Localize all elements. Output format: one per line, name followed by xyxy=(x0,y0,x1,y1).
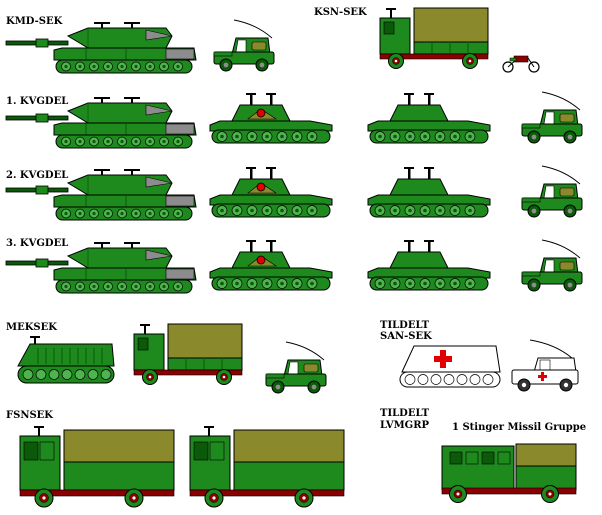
air-defense-tank-icon xyxy=(367,166,491,218)
jeep-icon xyxy=(521,239,583,292)
motorcycle-icon xyxy=(502,55,540,73)
ambulance-apc-icon xyxy=(399,345,501,388)
tank-icon xyxy=(5,96,197,149)
jeep-icon xyxy=(213,19,275,72)
air-defense-tank-icon xyxy=(367,239,491,291)
label-3-kvgdel: 3. KVGDEL xyxy=(6,238,69,249)
truck-icon xyxy=(189,425,345,508)
air-defense-tank-icon xyxy=(367,92,491,144)
apc-icon xyxy=(17,335,115,384)
jeep-icon xyxy=(521,165,583,218)
tank-icon xyxy=(5,168,197,221)
label-1-kvgdel: 1. KVGDEL xyxy=(6,96,69,107)
jeep-icon xyxy=(521,91,583,144)
label-san-sek: SAN-SEK xyxy=(380,331,432,342)
truck-icon xyxy=(379,7,489,69)
air-defense-tank-icon xyxy=(210,240,332,290)
truck-icon xyxy=(133,323,243,385)
tank-icon xyxy=(5,241,197,294)
label-ksn-sek: KSN-SEK xyxy=(314,7,367,18)
air-defense-tank-icon xyxy=(210,167,332,217)
jeep-icon xyxy=(265,341,327,394)
label-meksek: MEKSEK xyxy=(6,322,57,333)
label-tildelt-lvm: TILDELT xyxy=(380,408,430,419)
label-fsnsek: FSNSEK xyxy=(6,410,53,421)
label-2-kvgdel: 2. KVGDEL xyxy=(6,170,69,181)
label-kmd-sek: KMD-SEK xyxy=(6,16,63,27)
label-tildelt-san: TILDELT xyxy=(380,320,430,331)
label-lvmgrp: LVMGRP xyxy=(380,420,430,431)
ambulance-icon xyxy=(511,339,579,392)
truck-icon xyxy=(441,443,577,503)
truck-icon xyxy=(19,425,175,508)
tank-icon xyxy=(5,21,197,74)
label-stinger-group: 1 Stinger Missil Gruppe xyxy=(452,422,587,433)
air-defense-tank-icon xyxy=(210,93,332,143)
